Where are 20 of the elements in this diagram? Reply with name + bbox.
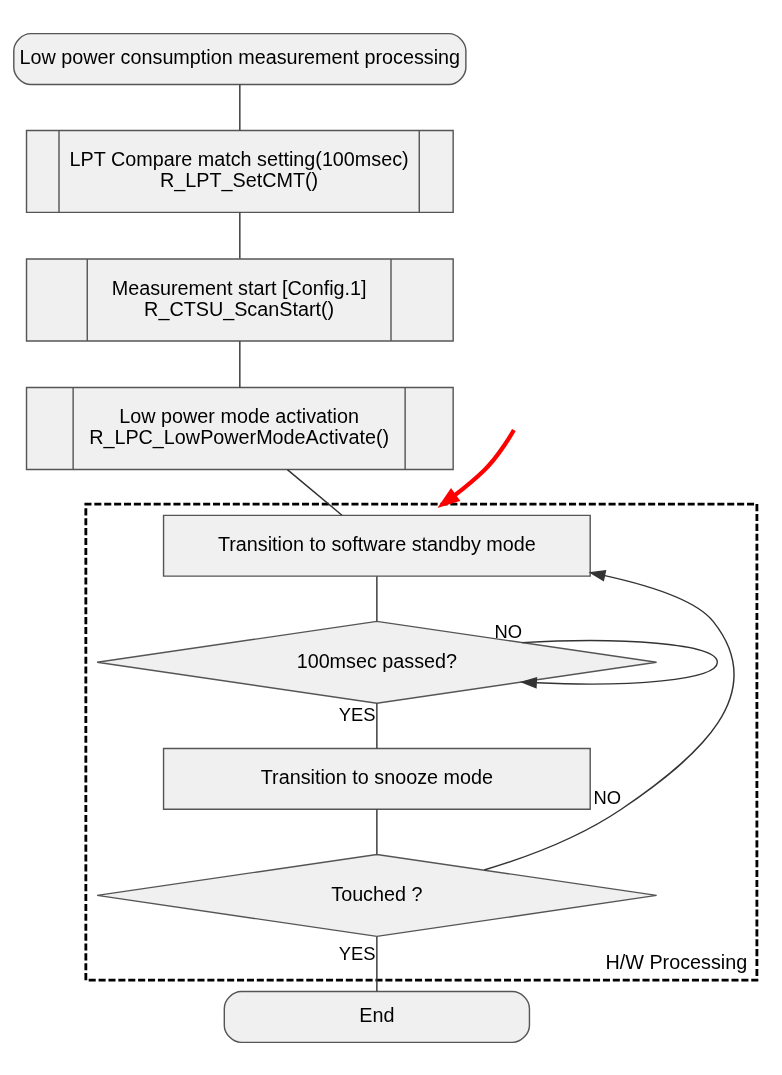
- edge-label: YES: [338, 942, 376, 964]
- node-box: Low power consumption measurement processing: [13, 32, 467, 85]
- edge-label: NO: [593, 786, 621, 808]
- connector: [239, 83, 241, 131]
- connector: [239, 339, 241, 388]
- edge-label: NO: [494, 620, 523, 642]
- node-box: End: [223, 990, 531, 1043]
- connector: [376, 575, 378, 622]
- arrow: [519, 639, 719, 689]
- connector: [286, 468, 343, 516]
- connector: [239, 211, 241, 259]
- node-diamond: Touched ?: [96, 853, 658, 937]
- node-box: Transition to software standby mode: [162, 514, 591, 577]
- node-box: Transition to snooze mode: [162, 747, 591, 810]
- connector: [376, 935, 378, 992]
- connector: [376, 808, 378, 855]
- edge-label: YES: [338, 703, 376, 725]
- arrow: [437, 428, 516, 508]
- arrow: [483, 569, 735, 871]
- connector: [376, 702, 378, 749]
